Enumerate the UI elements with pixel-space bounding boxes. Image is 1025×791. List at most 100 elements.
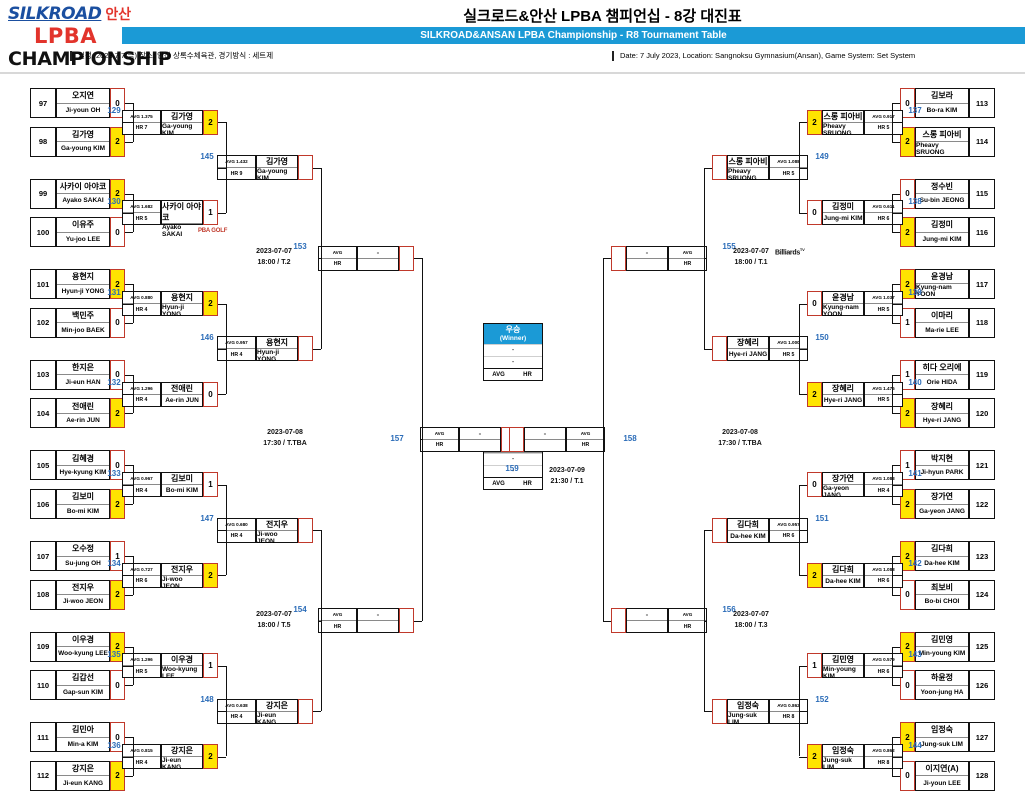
connector-stub <box>799 394 807 396</box>
connector-horizontal <box>318 620 321 622</box>
player-name-block: 오수정 Su-jung OH <box>56 541 110 571</box>
player-hr: HR <box>435 442 444 449</box>
player-name-ko: 사카이 아야코 <box>162 202 202 225</box>
r2-match-card[interactable]: 2 김다희 Da-hee KIM AVG 1.088 HR 6 <box>807 562 903 588</box>
player-name-block: 이지연(A) Ji-youn LEE <box>915 760 969 791</box>
connector-stub <box>125 504 133 505</box>
connector-stub <box>892 284 900 286</box>
player-name-ko: 용현지 <box>162 292 202 304</box>
winner-name-ko: - <box>484 344 542 356</box>
r1-match-id: 137 <box>908 106 922 116</box>
r2-match-card[interactable]: 2 스롱 피아비 Pheavy SRUONG AVG 0.917 HR 5 <box>807 109 903 137</box>
player-avg: AVG 1.375 <box>123 111 160 123</box>
player-stats: AVG HR <box>668 245 707 271</box>
r3-match-card[interactable]: 장혜리 Hye-ri JANG AVG 1.000 HR 5 <box>712 336 808 362</box>
player-hr: HR 4 <box>230 351 243 358</box>
player-name-en: Ga-young KIM <box>60 145 106 153</box>
r3-match-card[interactable]: AVG 0.680 HR 4 전지우 Ji-woo JEON <box>217 517 313 545</box>
player-name-en <box>627 259 667 270</box>
player-name-ko: 강지은 <box>162 745 202 757</box>
r3-match-card[interactable]: AVG 1.432 HR 9 김가영 Ga-young KIM <box>217 155 313 182</box>
r2-match-card[interactable]: 2 임정숙 Jung-suk LIM AVG 0.862 HR 8 <box>807 744 903 771</box>
r3-match-card[interactable]: AVG 0.957 HR 4 용현지 Hyun-ji YONG <box>217 336 313 363</box>
seed-number: 128 <box>969 760 995 791</box>
r4-match-card[interactable]: AVG HR - <box>318 245 414 271</box>
player-score: 2 <box>203 744 218 769</box>
player-score: 2 <box>110 398 125 429</box>
player-hr: HR <box>333 261 342 268</box>
player-name-ko: 스롱 피아비 <box>823 111 863 123</box>
r2-match-card[interactable]: 0 장가연 Ga-yeon JANG AVG 1.083 HR 4 <box>807 472 903 499</box>
r2-match-card[interactable]: 0 김정미 Jung-mi KIM AVG 0.611 HR 6 <box>807 200 903 226</box>
r2-match-card[interactable]: 1 김민영 Min-young KIM AVG 0.579 HR 6 <box>807 653 903 680</box>
r4-match-card[interactable]: - AVG HR <box>611 245 707 271</box>
player-name-block: 이유주 Yu-joo LEE <box>56 217 110 248</box>
player-score <box>298 698 313 724</box>
r3-match-card[interactable]: AVG 0.638 HR 4 강지은 Ji-eun KANG <box>217 698 313 726</box>
player-name-ko: 사카이 아야코 <box>57 180 109 195</box>
seed-number: 119 <box>969 359 995 390</box>
player-name-en: Kyung-nam YOON <box>916 284 952 299</box>
player-name-block: 스롱 피아비 Pheavy SRUONG <box>822 109 864 137</box>
r3-match-card[interactable]: 스롱 피아비 Pheavy SRUONG AVG 1.088 HR 5 <box>712 155 808 182</box>
final-match-card[interactable]: AVG HR - <box>420 426 516 452</box>
winner-label-en: (Winner) <box>499 335 527 342</box>
r2-match-card[interactable]: 0 윤경남 Kyung-nam YOON AVG 1.037 HR 5 <box>807 291 903 318</box>
player-avg: AVG 1.476 <box>865 383 902 395</box>
player-hr: HR 4 <box>135 397 148 404</box>
r2-match-card[interactable]: 2 장혜리 Hye-ri JANG AVG 1.476 HR 5 <box>807 381 903 407</box>
r4-match-card[interactable]: AVG HR - <box>318 608 414 634</box>
player-name-block: 이마리 Ma-rie LEE <box>915 307 969 338</box>
r4-match-card[interactable]: - AVG HR <box>611 608 707 634</box>
connector-vertical <box>603 258 604 621</box>
player-name-block: 장가연 Ga-yeon JANG <box>915 489 969 519</box>
player-hr: HR 4 <box>135 487 148 494</box>
final-match-card[interactable]: - AVG HR <box>509 426 605 452</box>
player-name-en <box>358 621 398 632</box>
player-hr: HR 5 <box>135 668 148 675</box>
runnerup-name-ko: - <box>484 453 542 465</box>
player-score: 2 <box>807 381 822 407</box>
r3-match-card[interactable]: 김다희 Da-hee KIM AVG 0.957 HR 6 <box>712 517 808 543</box>
r3-match-card[interactable]: 임정숙 Jung-suk LIM AVG 0.862 HR 8 <box>712 698 808 726</box>
